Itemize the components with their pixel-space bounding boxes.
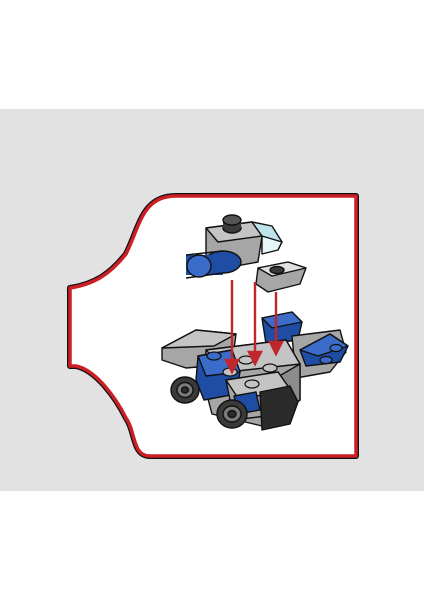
wheel-left [170, 376, 200, 404]
wheel-right [216, 399, 248, 429]
base-studs [206, 343, 343, 389]
assembly-arrows [224, 280, 284, 375]
small-gray-tile [255, 261, 307, 293]
blue-cylinder-end [186, 254, 212, 278]
dark-block [259, 385, 299, 431]
top-bracket-piece [185, 214, 283, 279]
